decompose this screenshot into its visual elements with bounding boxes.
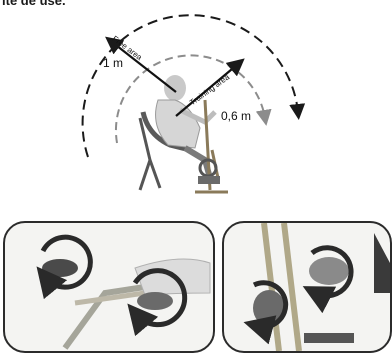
pedal-detail-right bbox=[222, 221, 392, 353]
training-distance-label: 0,6 m bbox=[221, 109, 251, 123]
pedal-detail-left-drawing bbox=[5, 223, 213, 351]
pedal-detail-right-drawing bbox=[224, 223, 390, 351]
pedal-detail-left bbox=[3, 221, 215, 353]
free-distance-label: 1 m bbox=[103, 56, 123, 70]
person-on-bike bbox=[140, 75, 228, 192]
distance-diagram bbox=[0, 0, 392, 220]
